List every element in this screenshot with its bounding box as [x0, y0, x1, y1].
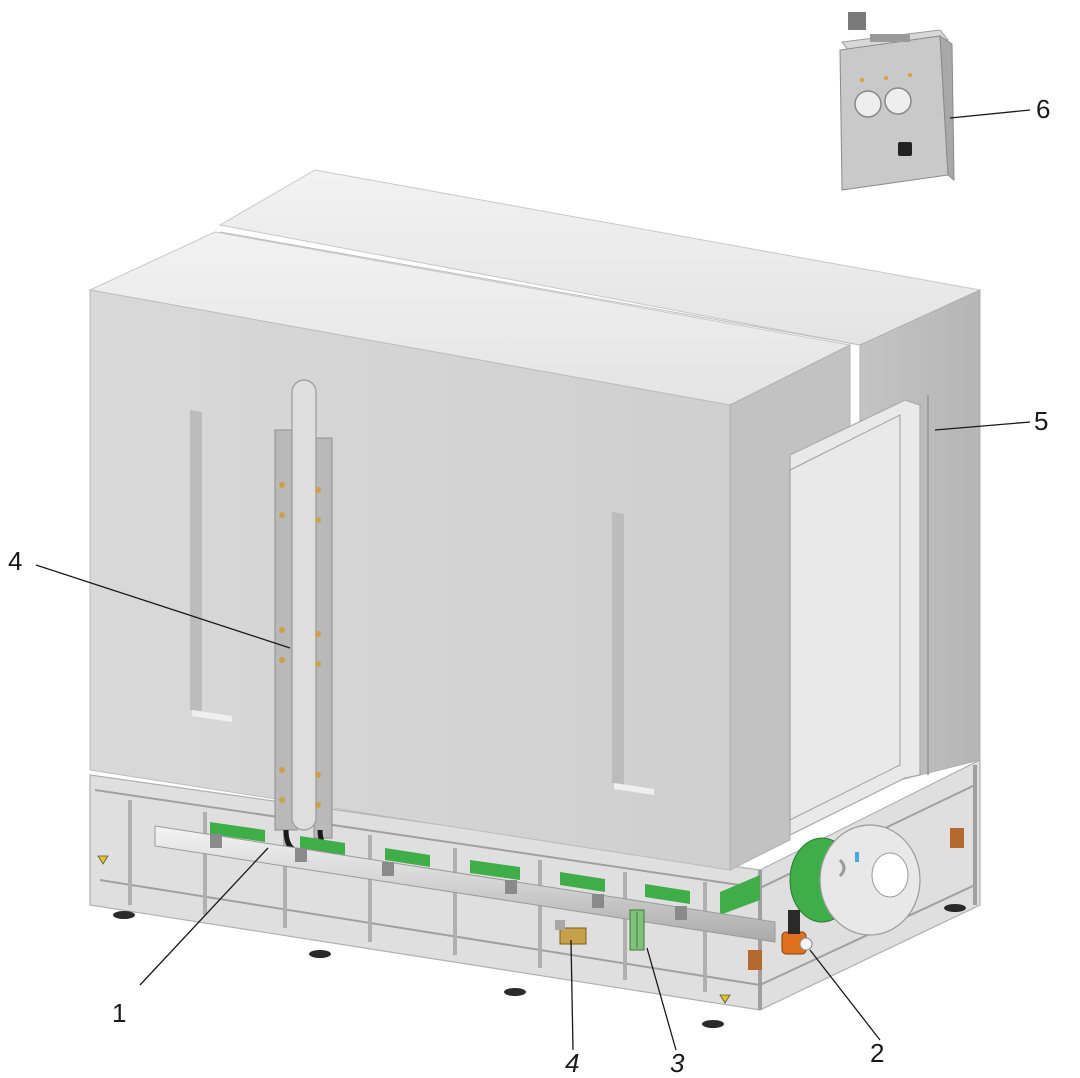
callout-3: 3 — [670, 1048, 685, 1078]
button-left-icon — [854, 90, 882, 118]
pressure-regulator — [781, 910, 813, 955]
valve-fitting — [555, 920, 587, 945]
callout-2: 2 — [870, 1038, 885, 1068]
leader-line-5 — [934, 421, 1031, 431]
leader-line-6 — [949, 109, 1031, 119]
callout-5: 5 — [1034, 406, 1049, 436]
key-switch-icon — [898, 142, 912, 156]
housing — [88, 169, 982, 871]
green-modules — [210, 822, 760, 915]
blower-unit — [789, 824, 921, 936]
main-pipe — [154, 825, 776, 943]
sight-glass-assembly — [274, 379, 337, 855]
leader-line-1 — [139, 847, 269, 986]
callout-4-bottom: 4 — [565, 1048, 580, 1078]
button-right-icon — [884, 87, 912, 115]
callout-6: 6 — [1036, 94, 1051, 124]
leader-line-4-left — [35, 564, 291, 649]
control-cabinet — [839, 12, 955, 191]
leader-line-3 — [646, 947, 677, 1051]
callout-1: 1 — [112, 998, 127, 1028]
callout-4-left: 4 — [8, 546, 23, 576]
leader-line-4-bottom — [570, 939, 574, 1051]
leader-line-2 — [809, 949, 881, 1041]
leader-lines — [35, 109, 1031, 1051]
terminal-block — [629, 909, 645, 951]
